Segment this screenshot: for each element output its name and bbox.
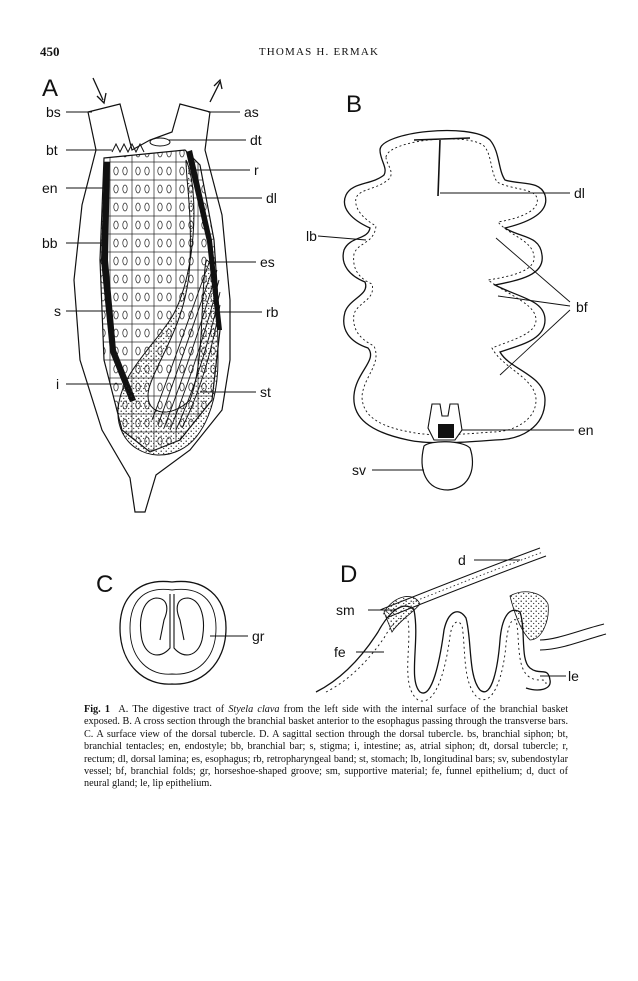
label-en-b: en xyxy=(578,422,594,438)
caption-part2: from the left side with the internal sur… xyxy=(84,704,569,790)
label-d: d xyxy=(458,552,466,568)
outflow-arrow xyxy=(209,81,221,103)
label-st: st xyxy=(260,384,271,400)
figure-caption: Fig. 1 A. The digestive tract of Styela … xyxy=(84,704,568,791)
panel-b-letter: B xyxy=(346,91,362,118)
caption-fig-label: Fig. 1 xyxy=(84,704,110,715)
label-r: r xyxy=(254,162,259,178)
running-head: THOMAS H. ERMAK xyxy=(258,46,380,58)
label-sm: sm xyxy=(336,602,355,618)
label-bs: bs xyxy=(46,104,61,120)
panel-a-letter: A xyxy=(42,75,58,102)
branchial-tentacles xyxy=(111,142,145,154)
label-dl: dl xyxy=(266,190,277,206)
intestine xyxy=(117,159,219,456)
label-rb: rb xyxy=(266,304,279,320)
label-bb: bb xyxy=(42,235,58,251)
label-en: en xyxy=(42,180,58,196)
caption-part1: A. The digestive tract of xyxy=(118,704,229,715)
inflow-arrow xyxy=(92,77,104,101)
label-gr: gr xyxy=(252,628,265,644)
panel-b: B lb dl bf en sv xyxy=(306,91,594,491)
label-bt: bt xyxy=(46,142,58,158)
dorsal-lamina-b xyxy=(413,137,471,197)
label-i: i xyxy=(56,376,59,392)
branchial-cross-section xyxy=(342,129,547,444)
subendostylar-vessel xyxy=(421,441,474,491)
label-fe: fe xyxy=(334,644,346,660)
panel-d-letter: D xyxy=(340,561,357,588)
horseshoe-groove-right xyxy=(173,594,205,656)
panel-c: C gr xyxy=(96,571,265,685)
label-bf: bf xyxy=(576,299,588,315)
panel-c-letter: C xyxy=(96,571,113,598)
label-dt: dt xyxy=(250,132,262,148)
supportive-material xyxy=(383,596,421,633)
dorsal-tubercle-surface xyxy=(119,580,227,685)
label-es: es xyxy=(260,254,275,270)
caption-species: Styela clava xyxy=(228,704,280,715)
page-number: 450 xyxy=(40,44,60,59)
label-sv: sv xyxy=(352,462,366,478)
panel-a: A xyxy=(42,75,279,513)
dorsal-tubercle xyxy=(149,137,171,147)
label-as: as xyxy=(244,104,259,120)
funnel-epithelium xyxy=(325,617,547,702)
label-lb: lb xyxy=(306,228,317,244)
label-s: s xyxy=(54,303,61,319)
endostyle xyxy=(101,162,136,402)
lip-epithelium xyxy=(315,605,551,694)
label-le: le xyxy=(568,668,579,684)
label-dl-b: dl xyxy=(574,185,585,201)
horseshoe-groove-left xyxy=(139,594,171,656)
panel-d: D d sm fe le xyxy=(315,547,607,702)
longitudinal-bars xyxy=(353,138,538,436)
stomach xyxy=(151,254,221,431)
